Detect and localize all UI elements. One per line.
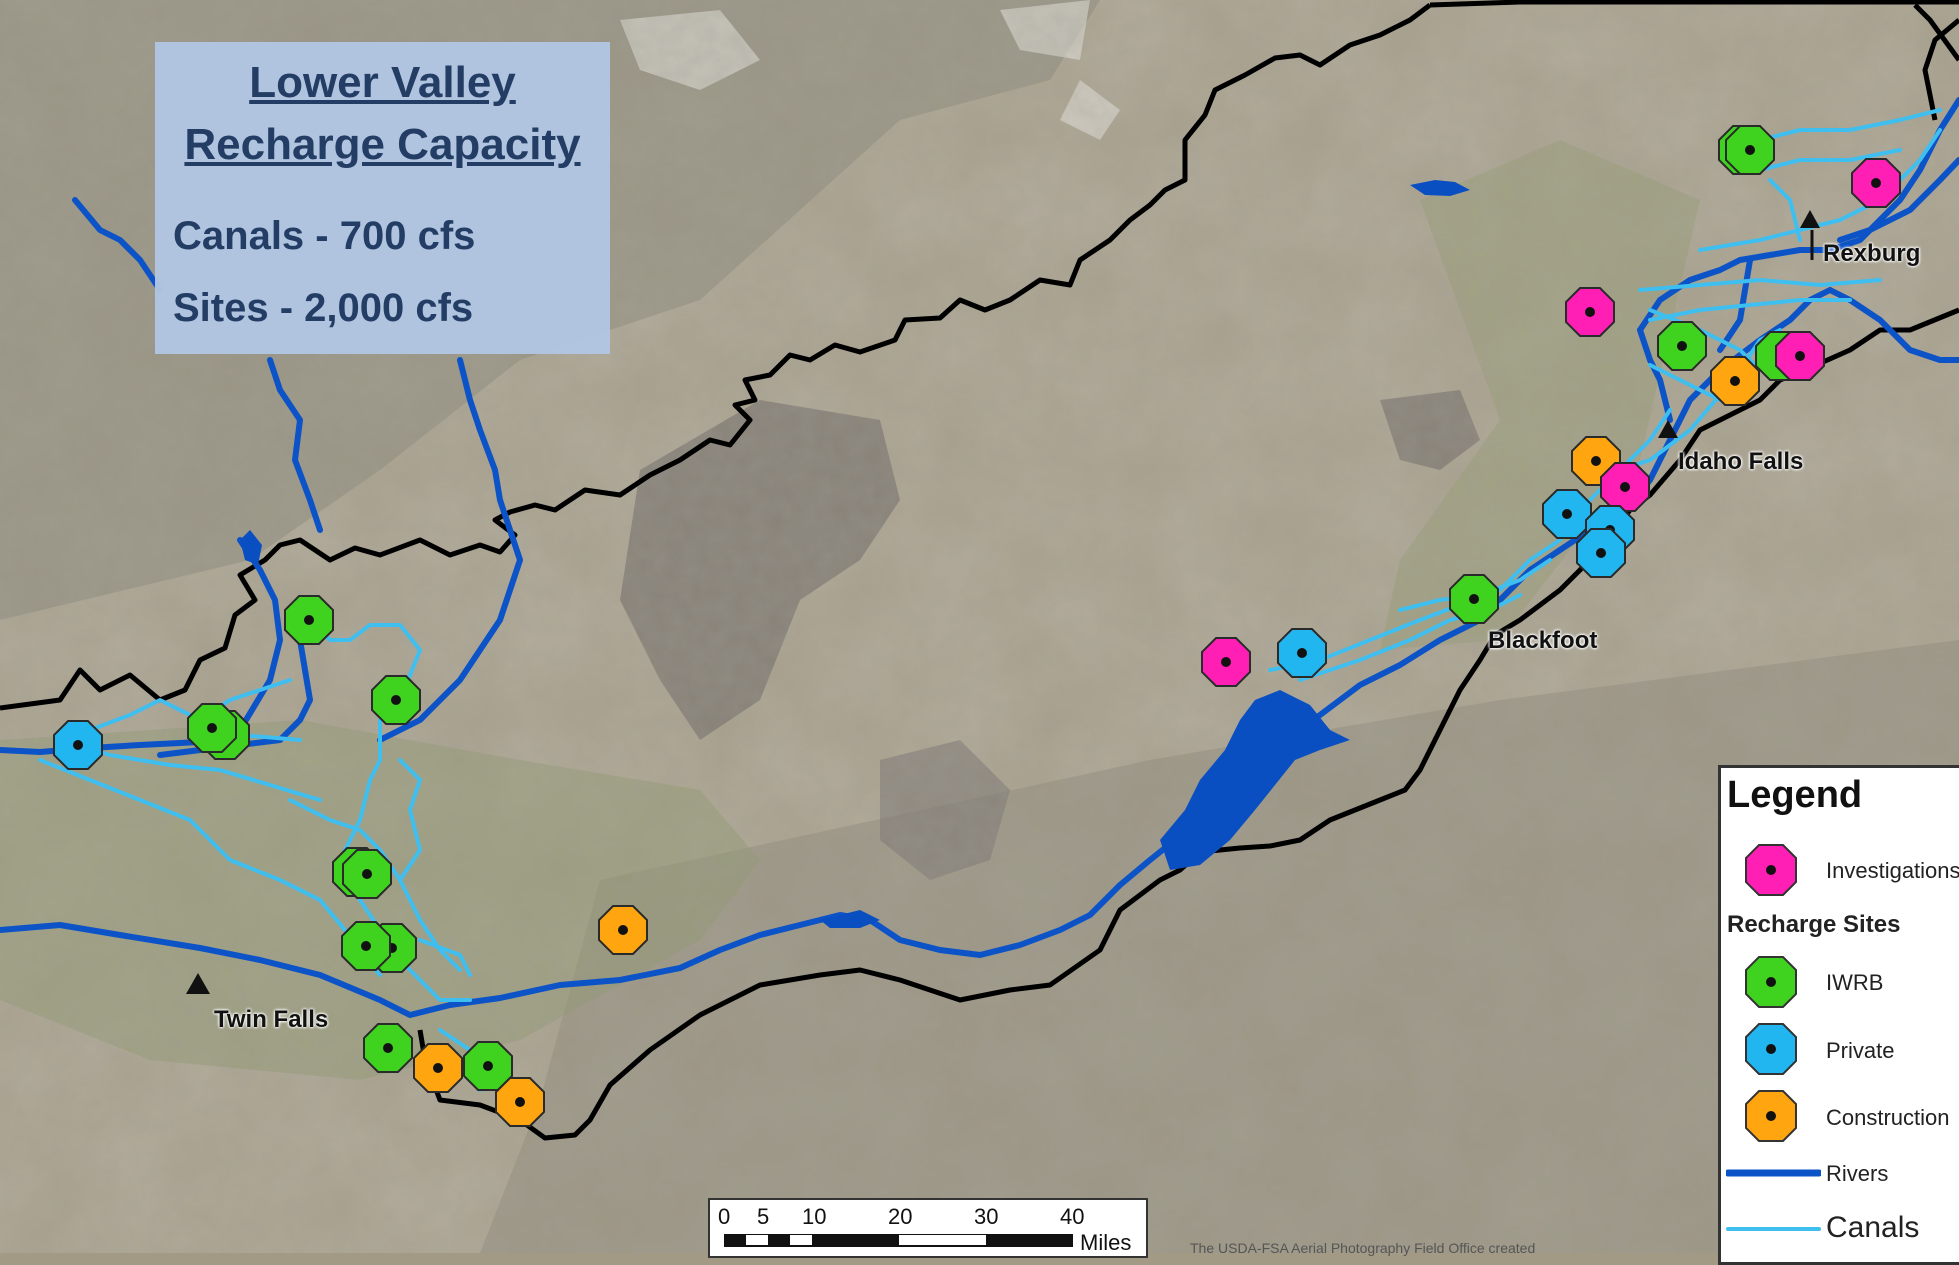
- site-marker-private[interactable]: [53, 720, 103, 770]
- site-center-dot: [1221, 657, 1231, 667]
- city-label-blackfoot: Blackfoot: [1488, 627, 1598, 654]
- city-triangle-twin-falls: [186, 973, 210, 994]
- scale-tick-30: 30: [974, 1204, 999, 1229]
- site-center-dot: [1591, 456, 1601, 466]
- site-center-dot: [1871, 178, 1881, 188]
- site-marker-iwrb[interactable]: [187, 703, 237, 753]
- site-center-dot: [1585, 307, 1595, 317]
- site-center-dot: [1795, 351, 1805, 361]
- title-box: Lower Valley Recharge Capacity Canals - …: [155, 42, 610, 354]
- site-marker-iwrb[interactable]: [363, 1023, 413, 1073]
- scale-unit: Miles: [1080, 1230, 1132, 1255]
- site-marker-iwrb[interactable]: [342, 849, 392, 899]
- city-label-rexburg: Rexburg: [1823, 240, 1921, 267]
- site-marker-construction[interactable]: [1710, 356, 1760, 406]
- site-marker-iwrb[interactable]: [1657, 321, 1707, 371]
- site-marker-investigations[interactable]: [1600, 462, 1650, 512]
- legend-construction-symbol: [1745, 1090, 1797, 1142]
- site-marker-construction[interactable]: [413, 1043, 463, 1093]
- site-center-dot: [207, 723, 217, 733]
- scale-tick-10: 10: [802, 1204, 827, 1229]
- site-center-dot: [391, 695, 401, 705]
- legend-canals-label: Canals: [1826, 1211, 1920, 1244]
- site-marker-private[interactable]: [1542, 489, 1592, 539]
- scale-bar-graphic: [724, 1234, 1073, 1247]
- recharge-sites-layer: [53, 125, 1901, 1127]
- basin-boundary: [0, 0, 1959, 1141]
- site-marker-iwrb[interactable]: [1449, 574, 1499, 624]
- site-marker-iwrb[interactable]: [341, 921, 391, 971]
- site-marker-investigations[interactable]: [1565, 287, 1615, 337]
- lake-north: [1410, 180, 1470, 196]
- legend-title: Legend: [1727, 774, 1863, 816]
- city-label-twin-falls: Twin Falls: [214, 1006, 329, 1033]
- legend-iwrb-symbol: [1745, 956, 1797, 1008]
- city-triangle-rexburg: [1800, 210, 1820, 228]
- title-line-2: Recharge Capacity: [184, 120, 581, 169]
- site-marker-iwrb[interactable]: [1725, 125, 1775, 175]
- city-triangle-idaho-falls: [1658, 420, 1678, 438]
- site-marker-private[interactable]: [1576, 528, 1626, 578]
- sites-capacity: Sites - 2,000 cfs: [173, 286, 474, 330]
- legend-iwrb-label: IWRB: [1826, 970, 1884, 995]
- site-center-dot: [1596, 548, 1606, 558]
- site-center-dot: [362, 869, 372, 879]
- site-center-dot: [618, 925, 628, 935]
- site-marker-iwrb[interactable]: [371, 675, 421, 725]
- scale-tick-40: 40: [1060, 1204, 1085, 1229]
- site-center-dot: [515, 1097, 525, 1107]
- legend-rivers-label: Rivers: [1826, 1161, 1889, 1186]
- american-falls-reservoir: [1160, 690, 1350, 870]
- site-marker-investigations[interactable]: [1775, 331, 1825, 381]
- city-label-idaho-falls: Idaho Falls: [1678, 448, 1804, 475]
- site-center-dot: [1562, 509, 1572, 519]
- site-center-dot: [304, 615, 314, 625]
- legend-recharge-sites-heading: Recharge Sites: [1727, 911, 1901, 938]
- site-marker-construction[interactable]: [598, 905, 648, 955]
- site-marker-iwrb[interactable]: [284, 595, 334, 645]
- legend-investigations-label: Investigations: [1826, 858, 1959, 883]
- site-center-dot: [1469, 594, 1479, 604]
- site-marker-construction[interactable]: [495, 1077, 545, 1127]
- imagery-credit: The USDA-FSA Aerial Photography Field Of…: [1190, 1240, 1536, 1256]
- river-widening: [820, 910, 880, 928]
- site-center-dot: [1620, 482, 1630, 492]
- scale-bar: 0 5 10 20 30 40 Miles: [708, 1198, 1148, 1258]
- legend: Legend Investigations Recharge Sites IWR…: [1718, 765, 1959, 1265]
- site-marker-private[interactable]: [1277, 628, 1327, 678]
- site-center-dot: [1745, 145, 1755, 155]
- site-center-dot: [361, 941, 371, 951]
- lake-west: [240, 530, 262, 565]
- canals-capacity: Canals - 700 cfs: [173, 214, 476, 258]
- site-center-dot: [383, 1043, 393, 1053]
- site-marker-investigations[interactable]: [1851, 158, 1901, 208]
- legend-investigations-symbol: [1745, 844, 1797, 896]
- legend-rivers-symbol: [1726, 1169, 1821, 1177]
- site-center-dot: [433, 1063, 443, 1073]
- legend-canals-symbol: [1726, 1227, 1821, 1231]
- site-center-dot: [1677, 341, 1687, 351]
- site-center-dot: [1730, 376, 1740, 386]
- site-center-dot: [1297, 648, 1307, 658]
- legend-private-label: Private: [1826, 1038, 1895, 1063]
- site-marker-investigations[interactable]: [1201, 637, 1251, 687]
- site-center-dot: [73, 740, 83, 750]
- site-center-dot: [483, 1061, 493, 1071]
- title-line-1: Lower Valley: [249, 58, 516, 107]
- scale-tick-5: 5: [757, 1204, 770, 1229]
- legend-construction-label: Construction: [1826, 1105, 1950, 1130]
- scale-tick-20: 20: [888, 1204, 913, 1229]
- legend-private-symbol: [1745, 1023, 1797, 1075]
- city-markers: [186, 210, 1820, 994]
- scale-tick-0: 0: [718, 1204, 731, 1229]
